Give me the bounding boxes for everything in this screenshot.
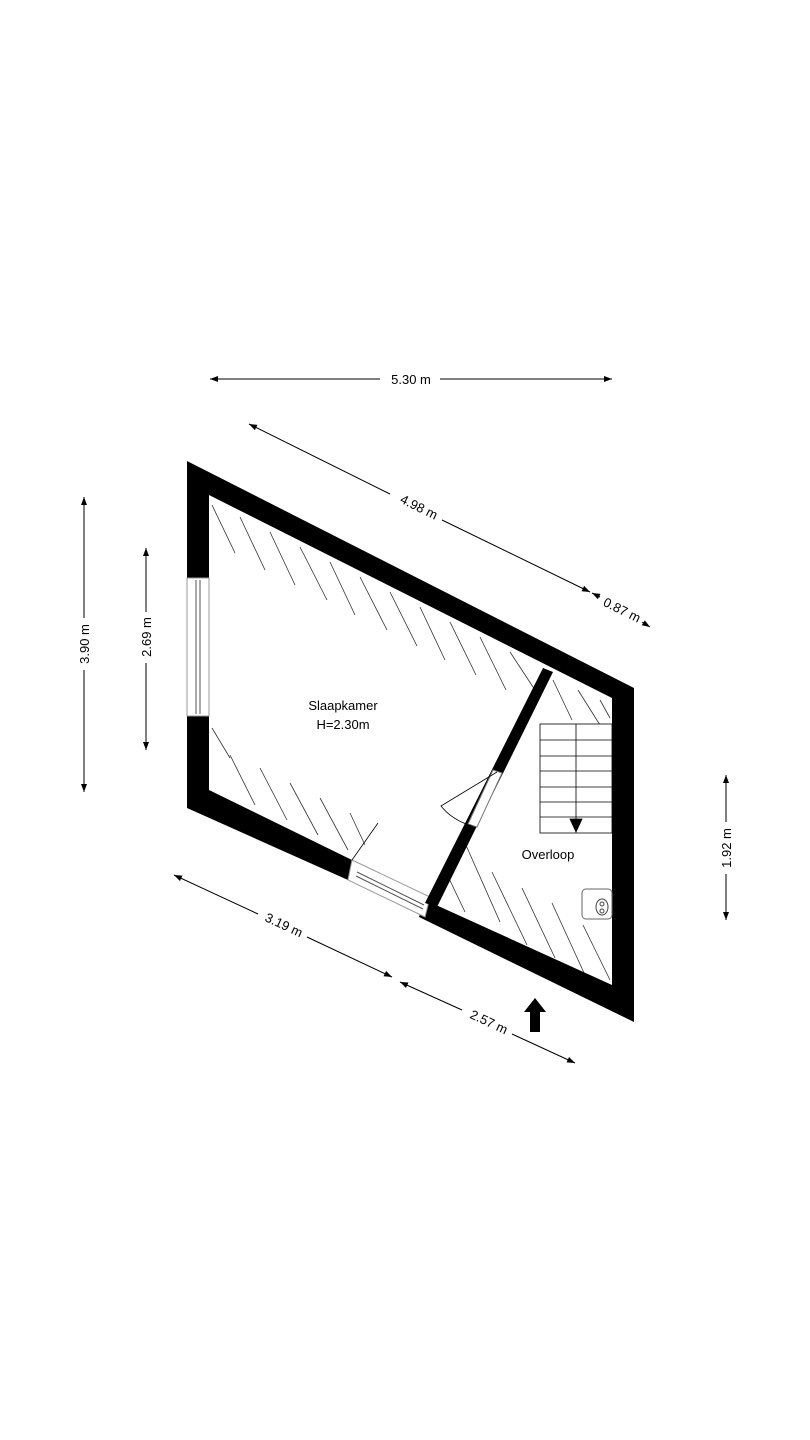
door-swing bbox=[440, 771, 498, 827]
roof-slope-hatching bbox=[211, 504, 611, 981]
room-label-landing: Overloop bbox=[522, 847, 575, 862]
dimension-right: 1.92 m bbox=[719, 828, 734, 868]
entrance-arrow-icon bbox=[524, 998, 546, 1032]
dimension-bottom-right: 2.57 m bbox=[468, 1007, 510, 1037]
dimension-top-diagonal: 4.98 m bbox=[398, 491, 440, 522]
room-height-bedroom: H=2.30m bbox=[316, 717, 369, 732]
dimension-bottom-left: 3.19 m bbox=[263, 910, 305, 940]
stair-down-arrow-icon bbox=[569, 818, 583, 833]
window-swing-line bbox=[351, 822, 379, 861]
dimension-left-inner: 2.69 m bbox=[139, 617, 154, 657]
dimension-top-small: 0.87 m bbox=[601, 594, 643, 625]
dimension-top-width: 5.30 m bbox=[391, 372, 431, 387]
window-bottom bbox=[347, 859, 431, 918]
room-label-bedroom: Slaapkamer bbox=[308, 698, 378, 713]
dimension-left-outer: 3.90 m bbox=[77, 624, 92, 664]
staircase bbox=[539, 723, 613, 834]
door[interactable] bbox=[467, 769, 503, 828]
boiler-icon bbox=[581, 888, 613, 920]
window-left bbox=[186, 577, 210, 717]
